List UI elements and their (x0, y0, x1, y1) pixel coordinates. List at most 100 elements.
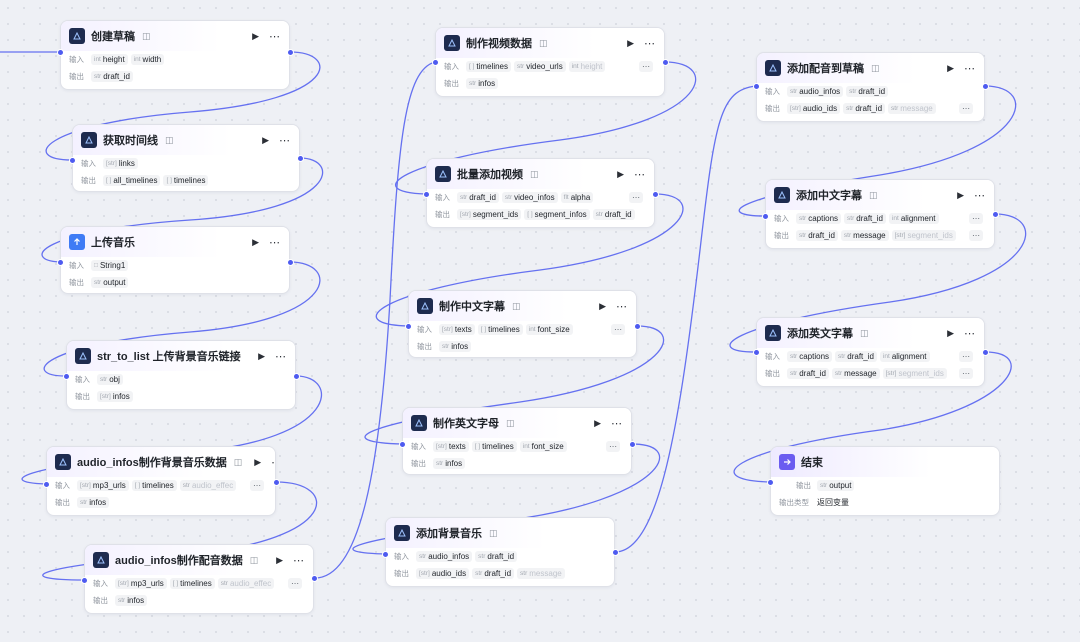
more-icon[interactable]: ⋯ (611, 417, 623, 430)
param-tag: [str]segment_ids (457, 209, 522, 220)
more-icon[interactable]: ⋯ (275, 350, 287, 363)
run-icon[interactable]: ▶ (254, 456, 262, 467)
run-icon[interactable]: ▶ (599, 300, 606, 311)
more-icon[interactable]: ⋯ (616, 300, 628, 313)
input-port[interactable] (399, 441, 406, 448)
node-make-cn-subtitle[interactable]: 制作中文字幕 ◫ ▶ ⋯ 输入 [str]texts [ ]timelines … (408, 290, 637, 358)
node-header[interactable]: 添加中文字幕 ◫ ▶ ⋯ (766, 180, 994, 210)
node-header[interactable]: audio_infos制作背景音乐数据 ◫ ▶ ⋯ (47, 447, 275, 477)
output-port[interactable] (982, 83, 989, 90)
input-port[interactable] (69, 157, 76, 164)
output-port[interactable] (629, 441, 636, 448)
run-icon[interactable]: ▶ (617, 168, 624, 179)
node-header[interactable]: 添加背景音乐 ◫ (386, 518, 614, 548)
input-port[interactable] (767, 479, 774, 486)
input-port[interactable] (57, 49, 64, 56)
more-icon[interactable]: ⋯ (271, 456, 275, 469)
output-port[interactable] (297, 155, 304, 162)
run-icon[interactable]: ▶ (258, 350, 265, 361)
output-port[interactable] (652, 191, 659, 198)
output-port[interactable] (287, 259, 294, 266)
node-header[interactable]: 制作视频数据 ◫ ▶ ⋯ (436, 28, 664, 58)
node-audio-infos-voice[interactable]: audio_infos制作配音数据 ◫ ▶ ⋯ 输入 [str]mp3_urls… (84, 544, 314, 614)
output-port[interactable] (982, 349, 989, 356)
node-make-en-subtitle[interactable]: 制作英文字母 ◫ ▶ ⋯ 输入 [str]texts [ ]timelines … (402, 407, 632, 475)
node-header[interactable]: 添加英文字幕 ◫ ▶ ⋯ (757, 318, 984, 348)
output-port[interactable] (287, 49, 294, 56)
input-port[interactable] (382, 551, 389, 558)
input-port[interactable] (762, 213, 769, 220)
more-params-icon[interactable]: ⋯ (959, 368, 973, 379)
more-icon[interactable]: ⋯ (974, 189, 986, 202)
node-header[interactable]: audio_infos制作配音数据 ◫ ▶ ⋯ (85, 545, 313, 575)
node-header[interactable]: 结束 (771, 447, 999, 477)
input-port[interactable] (405, 323, 412, 330)
more-icon[interactable]: ⋯ (293, 554, 305, 567)
more-params-icon[interactable]: ⋯ (639, 61, 653, 72)
node-header[interactable]: 制作英文字母 ◫ ▶ ⋯ (403, 408, 631, 438)
node-header[interactable]: 创建草稿 ◫ ▶ ⋯ (61, 21, 289, 51)
more-icon[interactable]: ⋯ (269, 30, 281, 43)
output-port[interactable] (311, 575, 318, 582)
output-port[interactable] (293, 373, 300, 380)
run-icon[interactable]: ▶ (947, 62, 954, 73)
more-params-icon[interactable]: ⋯ (606, 441, 620, 452)
more-params-icon[interactable]: ⋯ (250, 480, 264, 491)
node-header[interactable]: 添加配音到草稿 ◫ ▶ ⋯ (757, 53, 984, 83)
more-params-icon[interactable]: ⋯ (629, 192, 643, 203)
run-icon[interactable]: ▶ (627, 37, 634, 48)
input-port[interactable] (63, 373, 70, 380)
output-port[interactable] (612, 549, 619, 556)
more-icon[interactable]: ⋯ (634, 168, 646, 181)
input-port[interactable] (43, 481, 50, 488)
more-icon[interactable]: ⋯ (964, 62, 976, 75)
node-header[interactable]: str_to_list 上传背景音乐链接 ▶ ⋯ (67, 341, 295, 371)
input-label: 输入 (765, 87, 780, 96)
more-params-icon[interactable]: ⋯ (959, 351, 973, 362)
output-port[interactable] (662, 59, 669, 66)
more-params-icon[interactable]: ⋯ (611, 324, 625, 335)
run-icon[interactable]: ▶ (957, 189, 964, 200)
node-get-timelines[interactable]: 获取时间线 ◫ ▶ ⋯ 输入 [str]links 输出 [ ]all_time… (72, 124, 300, 192)
input-port[interactable] (57, 259, 64, 266)
more-params-icon[interactable]: ⋯ (288, 578, 302, 589)
node-header[interactable]: 批量添加视频 ◫ ▶ ⋯ (427, 159, 654, 189)
more-icon[interactable]: ⋯ (269, 236, 281, 249)
more-icon[interactable]: ⋯ (644, 37, 656, 50)
run-icon[interactable]: ▶ (947, 327, 954, 338)
node-header[interactable]: 上传音乐 ▶ ⋯ (61, 227, 289, 257)
output-port[interactable] (992, 211, 999, 218)
node-header[interactable]: 获取时间线 ◫ ▶ ⋯ (73, 125, 299, 155)
run-icon[interactable]: ▶ (262, 134, 269, 145)
more-params-icon[interactable]: ⋯ (969, 213, 983, 224)
input-port[interactable] (423, 191, 430, 198)
output-port[interactable] (273, 479, 280, 486)
more-icon[interactable]: ⋯ (964, 327, 976, 340)
more-icon[interactable]: ⋯ (279, 134, 291, 147)
run-icon[interactable]: ▶ (252, 30, 259, 41)
run-icon[interactable]: ▶ (276, 554, 283, 565)
input-port[interactable] (81, 577, 88, 584)
input-port[interactable] (432, 59, 439, 66)
run-icon[interactable]: ▶ (594, 417, 601, 428)
input-port[interactable] (753, 349, 760, 356)
node-audio-infos-bgm[interactable]: audio_infos制作背景音乐数据 ◫ ▶ ⋯ 输入 [str]mp3_ur… (46, 446, 276, 516)
more-params-icon[interactable]: ⋯ (959, 103, 973, 114)
more-params-icon[interactable]: ⋯ (969, 230, 983, 241)
output-port[interactable] (634, 323, 641, 330)
node-header[interactable]: 制作中文字幕 ◫ ▶ ⋯ (409, 291, 636, 321)
run-icon[interactable]: ▶ (252, 236, 259, 247)
input-port[interactable] (753, 83, 760, 90)
